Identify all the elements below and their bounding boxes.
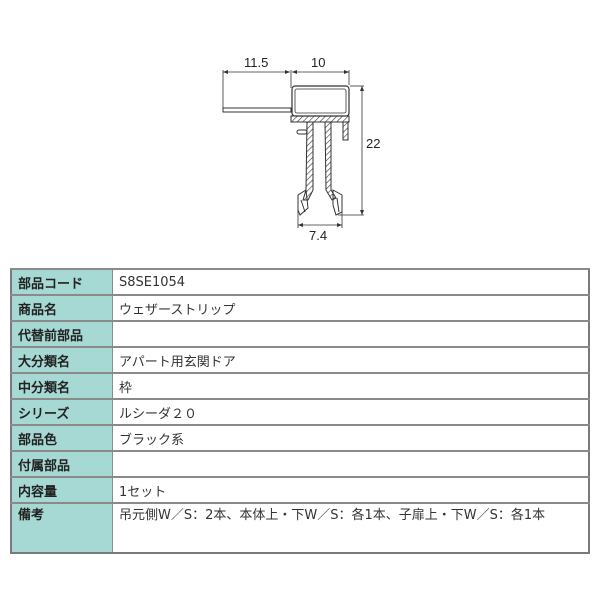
row-value: 1セット (112, 476, 590, 504)
dimension-width-right: 10 (311, 55, 326, 70)
table-row: 部品色 ブラック系 (10, 424, 590, 452)
row-value: S8SE1054 (112, 268, 590, 296)
row-value: ウェザーストリップ (112, 294, 590, 322)
row-label: 内容量 (10, 476, 113, 504)
row-label: 部品コード (10, 268, 113, 296)
dimension-bottom-width: 7.4 (309, 228, 328, 243)
row-label: 付属部品 (10, 450, 113, 478)
row-value: アパート用玄関ドア (112, 346, 590, 374)
row-value (112, 320, 590, 348)
table-row: 商品名 ウェザーストリップ (10, 294, 590, 322)
dimension-height: 22 (366, 136, 381, 151)
table-row: シリーズ ルシーダ２０ (10, 398, 590, 426)
row-value (112, 450, 590, 478)
row-label: 備考 (10, 502, 113, 554)
row-label: 大分類名 (10, 346, 113, 374)
dimension-width-left: 11.5 (244, 55, 269, 70)
table-row: 付属部品 (10, 450, 590, 478)
spec-table: 部品コード S8SE1054 商品名 ウェザーストリップ 代替前部品 大分類名 … (10, 268, 590, 554)
row-value: 枠 (112, 372, 590, 400)
row-value: ブラック系 (112, 424, 590, 452)
table-row: 備考 吊元側W／S：2本、本体上・下W／S：各1本、子扉上・下W／S：各1本 (10, 502, 590, 554)
row-label: 部品色 (10, 424, 113, 452)
profile-drawing: 11.5 10 22 7.4 (0, 0, 600, 260)
table-row: 内容量 1セット (10, 476, 590, 504)
table-row: 部品コード S8SE1054 (10, 268, 590, 296)
row-label: シリーズ (10, 398, 113, 426)
row-label: 商品名 (10, 294, 113, 322)
cross-section-diagram (222, 70, 364, 228)
row-label: 中分類名 (10, 372, 113, 400)
row-value: ルシーダ２０ (112, 398, 590, 426)
table-row: 大分類名 アパート用玄関ドア (10, 346, 590, 374)
row-label: 代替前部品 (10, 320, 113, 348)
table-row: 中分類名 枠 (10, 372, 590, 400)
table-row: 代替前部品 (10, 320, 590, 348)
row-value: 吊元側W／S：2本、本体上・下W／S：各1本、子扉上・下W／S：各1本 (112, 502, 590, 554)
